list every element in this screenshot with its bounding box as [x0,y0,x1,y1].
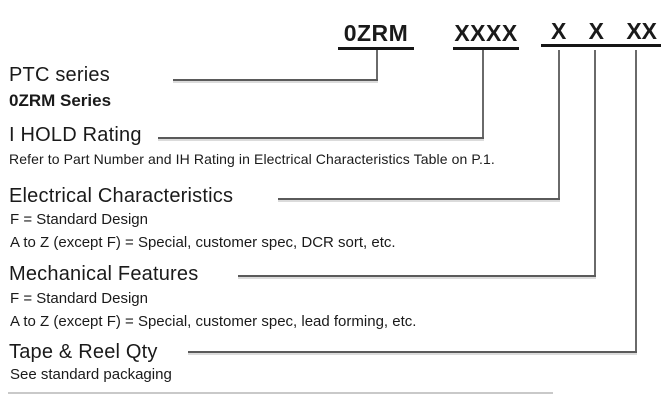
section-electrical-line1: F = Standard Design [10,211,148,228]
bottom-divider [8,392,553,394]
connector-vertical-series [376,50,378,81]
section-title-mechanical-features: Mechanical Features [9,263,199,285]
connector-horizontal-ihold [158,137,484,139]
section-tape-reel-subtitle: See standard packaging [10,366,172,383]
section-subtitle-0zrm-series: 0ZRM Series [9,91,112,110]
connector-vertical-mechanical [594,50,596,277]
part-code-tape-reel: XX [626,18,657,44]
section-title-ptc-series: PTC series [9,64,110,86]
part-code-ihold: XXXX [453,20,519,50]
section-note-ihold: Refer to Part Number and IH Rating in El… [9,151,495,167]
connector-horizontal-series [173,79,378,81]
section-electrical-line2: A to Z (except F) = Special, customer sp… [10,234,396,251]
section-title-electrical-characteristics: Electrical Characteristics [9,185,234,207]
connector-vertical-ihold [482,50,484,139]
connector-horizontal-tape-reel [188,351,637,353]
part-code-electrical: X [551,18,567,44]
connector-horizontal-electrical [278,198,560,200]
section-mechanical-line2: A to Z (except F) = Special, customer sp… [10,313,417,330]
part-code-suffix-group: X X XX [541,18,661,47]
connector-vertical-tape-reel [635,50,637,353]
section-mechanical-line1: F = Standard Design [10,290,148,307]
connector-vertical-electrical [558,50,560,200]
connector-horizontal-mechanical [238,275,596,277]
section-title-tape-reel-qty: Tape & Reel Qty [9,341,158,363]
part-code-series: 0ZRM [338,20,414,50]
section-title-ihold-rating: I HOLD Rating [9,124,142,146]
part-code-mechanical: X [588,18,604,44]
